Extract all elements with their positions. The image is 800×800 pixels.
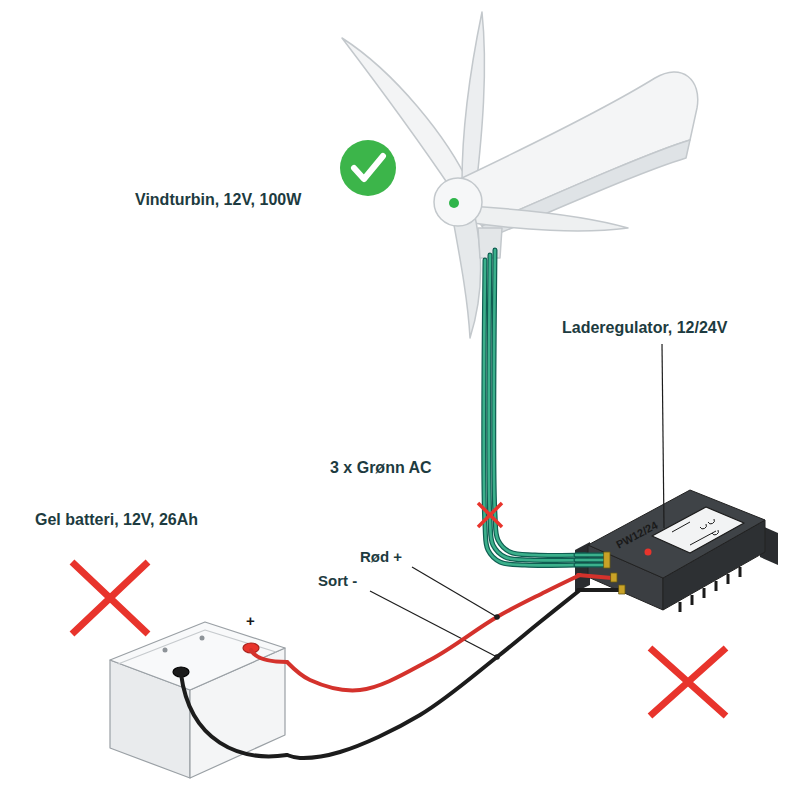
terminal-screw — [604, 552, 625, 594]
check-circle — [340, 140, 396, 196]
leader-line — [662, 344, 664, 528]
wire-stub — [576, 555, 605, 565]
turbine-blade — [466, 206, 628, 231]
wire-stub — [181, 674, 287, 756]
ac-wire — [484, 260, 575, 565]
controller-callout: Laderegulator, 12/24VPW12/24 — [580, 318, 776, 610]
hub-dot — [449, 198, 459, 208]
model-label: PW12/24 — [614, 519, 660, 552]
controller-fins — [680, 567, 740, 612]
check-icon — [340, 140, 396, 196]
dc-wire — [287, 575, 580, 690]
wire-stub — [251, 650, 287, 662]
dc-wire — [287, 575, 580, 690]
ac-wire — [494, 250, 585, 555]
controller-panel — [652, 507, 744, 553]
wire-stub — [578, 588, 620, 592]
ac-wire-bundle — [484, 250, 585, 565]
dc-wire — [287, 590, 580, 758]
component-label: Laderegulator, 12/24V — [562, 318, 727, 337]
turbine-blade — [452, 212, 480, 338]
ac-wire — [489, 255, 580, 560]
check-tick — [354, 156, 383, 179]
wire-label: 3 x Grønn AC — [330, 458, 432, 477]
leader-line — [412, 567, 497, 617]
leader-line — [370, 344, 664, 657]
ac-wire — [489, 255, 580, 560]
wire-stub — [181, 552, 625, 756]
red-cross — [478, 503, 502, 527]
battery-lid-line — [118, 630, 276, 664]
panel-symbols — [672, 519, 718, 545]
component-label: Gel batteri, 12V, 26Ah — [35, 510, 198, 529]
battery-vent — [163, 648, 168, 653]
wire-label: Sort - — [318, 572, 357, 590]
leader-line — [370, 591, 497, 657]
red-cross — [72, 562, 726, 716]
wind-turbine — [342, 12, 698, 338]
cross-stroke — [650, 648, 726, 716]
turbine-hub — [434, 178, 482, 226]
controller-top-face — [588, 490, 765, 578]
cross-stroke — [72, 562, 148, 634]
connectors — [287, 250, 585, 758]
cross-stroke — [478, 503, 502, 527]
controller-led — [645, 549, 652, 556]
wire-junction — [494, 654, 500, 660]
battery-vent — [200, 636, 205, 641]
charge-controller — [575, 490, 778, 612]
turbine-callout: Vindturbin, 12V, 100W — [130, 182, 500, 255]
wire-label: Rød + — [360, 548, 402, 566]
wire-junction — [494, 614, 500, 620]
battery-callout: Gel batteri, 12V, 26Ah + — [30, 510, 287, 785]
dc-wire — [287, 590, 580, 758]
terminal-sign: + — [246, 612, 255, 630]
ac-wire — [494, 250, 585, 555]
wire-stub — [578, 575, 612, 578]
component-label: Vindturbin, 12V, 100W — [135, 190, 301, 209]
turbine-blade — [462, 12, 484, 188]
